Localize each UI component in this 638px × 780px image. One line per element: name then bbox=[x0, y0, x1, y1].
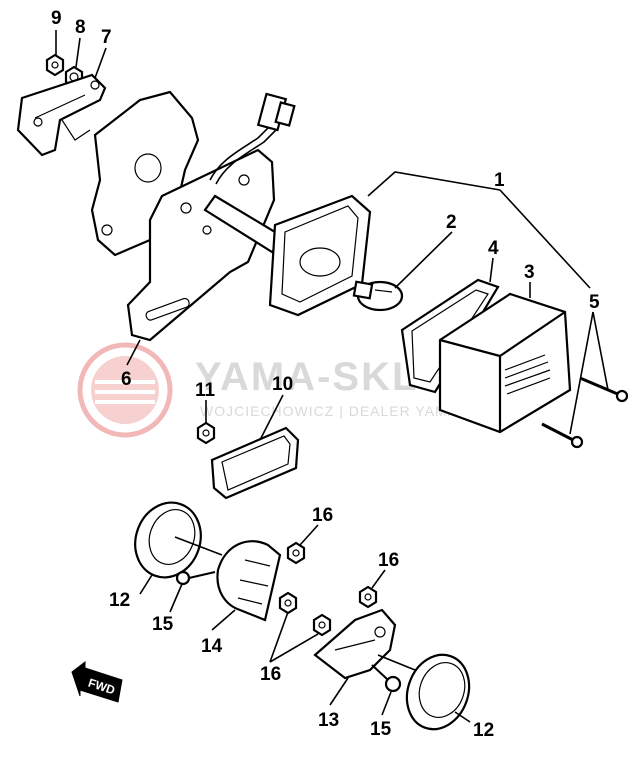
screw-15-left bbox=[175, 570, 216, 586]
part-number-10: 10 bbox=[272, 374, 293, 395]
part-number-5: 5 bbox=[589, 292, 600, 313]
part-number-16-upper: 16 bbox=[312, 505, 333, 526]
part-number-4: 4 bbox=[488, 238, 499, 259]
license-bracket-6 bbox=[126, 148, 276, 342]
nut-16-middle bbox=[278, 591, 298, 615]
part-number-15-right: 15 bbox=[370, 719, 392, 740]
wire-harness bbox=[209, 92, 296, 185]
lens-pattern bbox=[504, 354, 551, 395]
part-number-labels: 9 8 7 1 2 4 3 5 6 11 10 16 16 12 15 14 1… bbox=[51, 8, 600, 741]
part-number-1: 1 bbox=[494, 170, 505, 191]
part-number-12-right: 12 bbox=[473, 720, 494, 741]
screw-5-lower bbox=[541, 422, 584, 449]
part-number-13: 13 bbox=[318, 710, 339, 731]
watermark-subtitle: WOJCIECHOWICZ | DEALER YAMAHA bbox=[200, 403, 479, 419]
part-number-16-lower: 16 bbox=[260, 664, 281, 685]
reflector-12-left bbox=[134, 501, 223, 579]
part-number-3: 3 bbox=[524, 262, 535, 283]
nut-16-upper bbox=[286, 541, 306, 565]
nut-16-right bbox=[358, 585, 378, 609]
part-number-12-left: 12 bbox=[109, 590, 130, 611]
bracket-13 bbox=[313, 608, 397, 680]
part-number-16-right: 16 bbox=[378, 550, 399, 571]
forward-direction-arrow: FWD bbox=[71, 660, 123, 703]
part-number-7: 7 bbox=[101, 27, 112, 48]
lens-3 bbox=[438, 292, 572, 434]
part-number-8: 8 bbox=[75, 17, 86, 38]
nut-9 bbox=[45, 53, 65, 77]
tail-light-housing-1 bbox=[268, 194, 372, 317]
reflector-10 bbox=[210, 426, 300, 500]
bulb-2 bbox=[352, 280, 404, 312]
part-number-6: 6 bbox=[121, 369, 132, 390]
bracket-7 bbox=[16, 73, 107, 157]
screw-15-right bbox=[371, 664, 402, 693]
part-number-14: 14 bbox=[201, 636, 223, 657]
nut-16-lower bbox=[312, 613, 332, 637]
bracket-14 bbox=[216, 540, 282, 622]
nut-11 bbox=[196, 421, 216, 445]
watermark-logo bbox=[77, 342, 173, 438]
part-number-11: 11 bbox=[195, 380, 216, 401]
part-number-2: 2 bbox=[446, 212, 457, 233]
screw-5-upper bbox=[579, 376, 629, 403]
reflector-12-right bbox=[377, 653, 471, 731]
part-number-9: 9 bbox=[51, 8, 62, 29]
leader-lines bbox=[55, 30, 609, 723]
part-number-15-left: 15 bbox=[152, 614, 174, 635]
